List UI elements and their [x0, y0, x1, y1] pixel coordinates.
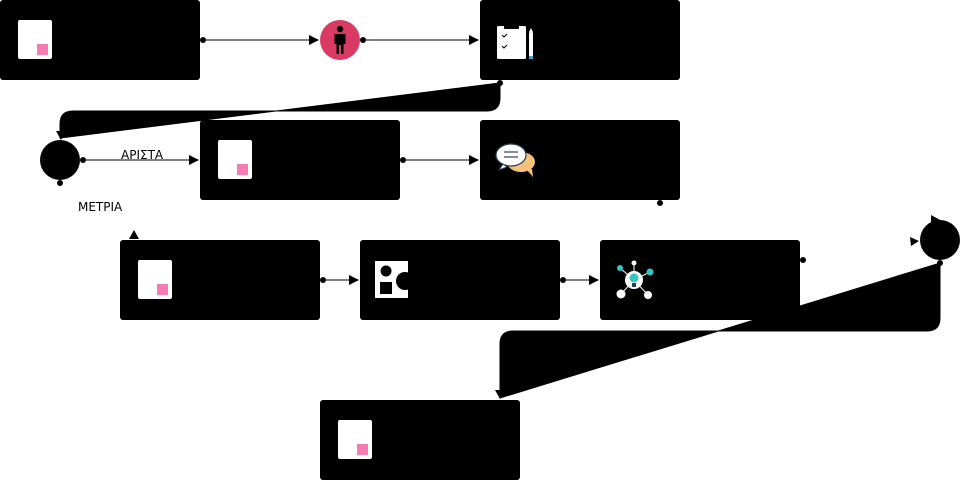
edge-label-metria: ΜΕΤΡΙΑ	[78, 200, 123, 214]
process-node[interactable]	[0, 0, 200, 80]
connector-n2-n3	[360, 35, 479, 45]
person-icon	[334, 25, 346, 54]
connector-n8-g2	[800, 237, 919, 263]
connector-n5-g2	[657, 200, 942, 228]
process-node[interactable]	[120, 240, 320, 320]
edge-label-aristа: ΑΡΙΣΤΑ	[121, 148, 164, 162]
process-node[interactable]	[480, 120, 680, 200]
connector-n3-g1	[56, 80, 503, 140]
gateway-node[interactable]	[920, 220, 960, 260]
process-node[interactable]	[320, 400, 520, 480]
connectors	[56, 35, 943, 399]
process-node[interactable]	[200, 120, 400, 200]
connector-n6-n7	[320, 275, 359, 285]
process-node[interactable]	[480, 0, 680, 80]
connector-g2-n9	[495, 260, 943, 399]
idea-network-icon	[616, 260, 654, 299]
speech-bubbles-icon	[495, 143, 535, 177]
connector-n7-n8	[560, 275, 599, 285]
document-icon	[18, 20, 52, 59]
process-node[interactable]	[600, 240, 800, 320]
gateway-node[interactable]	[40, 140, 80, 180]
process-node[interactable]	[360, 240, 560, 320]
connector-g1-n4	[80, 155, 199, 165]
document-icon	[138, 260, 172, 299]
connector-n1-n2	[200, 35, 319, 45]
event-node[interactable]	[320, 20, 360, 60]
clipboard-checklist-icon	[497, 23, 533, 59]
connector-n4-n5	[400, 155, 479, 165]
document-icon	[218, 140, 252, 179]
shapes-icon	[375, 261, 414, 298]
connector-g1-n6	[57, 180, 139, 239]
document-icon	[338, 420, 372, 459]
